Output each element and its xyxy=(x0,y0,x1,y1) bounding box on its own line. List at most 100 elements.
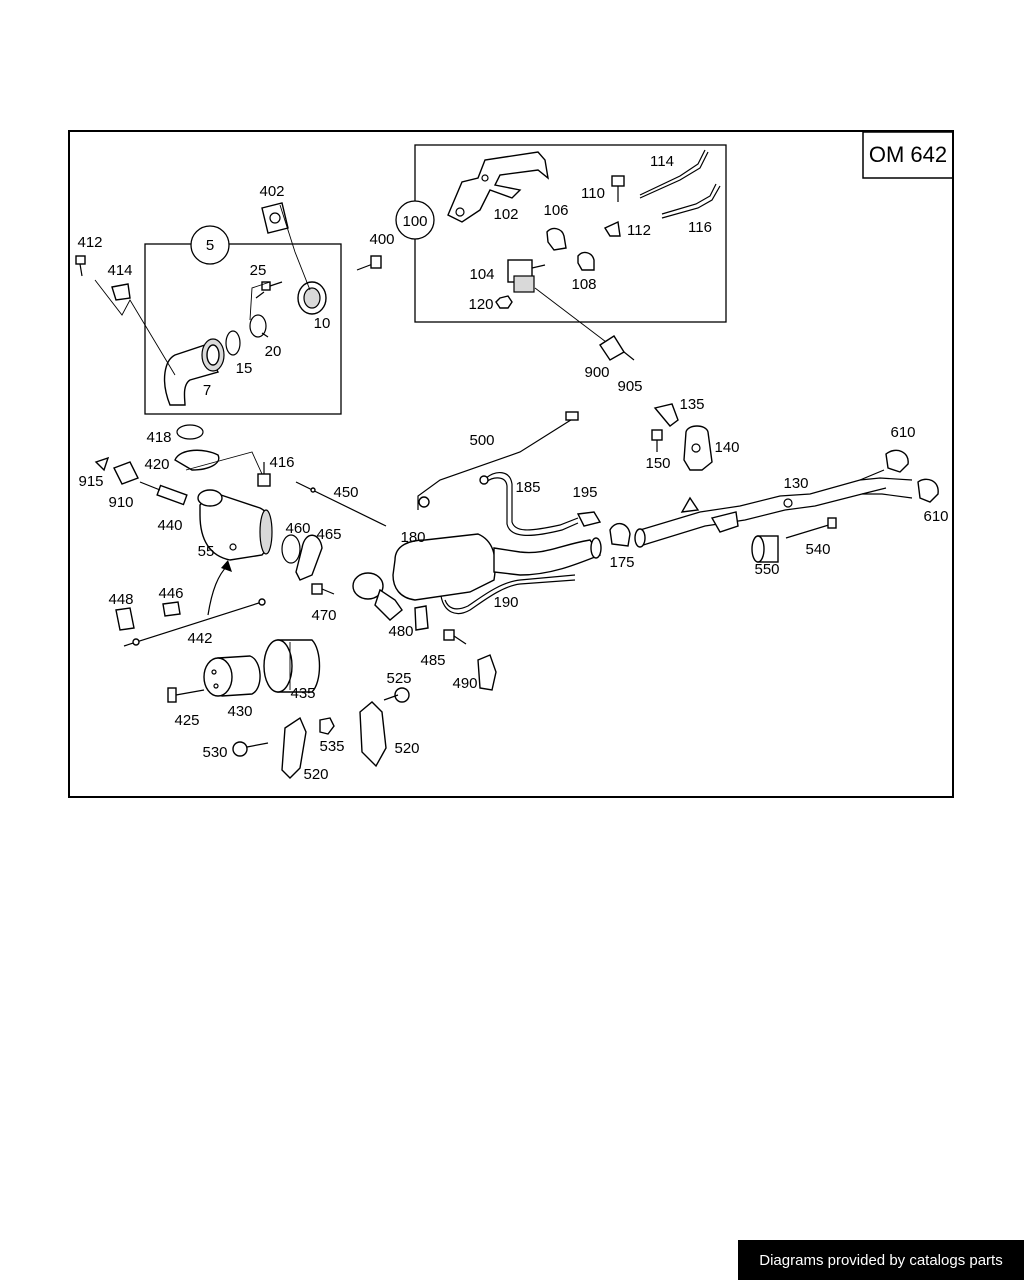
label-120: 120 xyxy=(468,296,493,313)
bracket-135 xyxy=(653,403,679,427)
label-470: 470 xyxy=(311,607,336,624)
label-520b: 520 xyxy=(394,740,419,757)
leader-402-10 xyxy=(279,204,311,291)
seal-418 xyxy=(176,424,204,440)
label-10: 10 xyxy=(314,315,331,332)
label-102: 102 xyxy=(493,206,518,223)
sensor-line-442 xyxy=(123,598,266,647)
clip-448 xyxy=(115,607,135,631)
bracket-414 xyxy=(111,283,131,301)
bracket-520b xyxy=(359,701,387,768)
stud-400 xyxy=(356,255,382,271)
bolt-540 xyxy=(785,517,837,539)
engine-code: OM 642 xyxy=(869,142,947,167)
turbo-outlet-pipe xyxy=(163,338,225,406)
arrow-55 xyxy=(207,564,229,616)
group-circle-5 xyxy=(190,225,230,265)
label-110: 110 xyxy=(581,185,605,202)
bolt-110 xyxy=(611,175,625,202)
bolt-25 xyxy=(255,281,283,299)
label-425: 425 xyxy=(174,712,199,729)
hose-116 xyxy=(661,185,721,219)
valve-104 xyxy=(507,259,546,293)
label-112: 112 xyxy=(627,222,651,239)
label-525: 525 xyxy=(386,670,411,687)
bolt-425 xyxy=(167,687,205,703)
label-610b: 610 xyxy=(923,508,948,525)
leader-20-10 xyxy=(249,281,271,321)
label-25: 25 xyxy=(250,262,267,279)
nut-535 xyxy=(319,717,335,735)
bracket-490 xyxy=(477,654,497,691)
engine-code-box: OM 642 xyxy=(862,132,952,179)
label-150: 150 xyxy=(645,455,670,472)
label-900: 900 xyxy=(584,364,609,381)
label-55: 55 xyxy=(198,543,215,560)
label-402: 402 xyxy=(259,183,284,200)
label-442: 442 xyxy=(187,630,212,647)
label-190: 190 xyxy=(493,594,518,611)
label-414: 414 xyxy=(107,262,132,279)
label-135: 135 xyxy=(679,396,704,413)
label-465: 465 xyxy=(316,526,341,543)
group-box-100 xyxy=(414,144,727,323)
label-435: 435 xyxy=(290,685,315,702)
sensor-line-450-end xyxy=(310,487,316,493)
label-412: 412 xyxy=(77,234,102,251)
clamp-175 xyxy=(609,523,631,547)
label-140: 140 xyxy=(714,439,739,456)
group-box-5 xyxy=(144,243,342,415)
label-485: 485 xyxy=(420,652,445,669)
label-104: 104 xyxy=(469,266,494,283)
clamp-20 xyxy=(249,314,269,338)
label-440: 440 xyxy=(157,517,182,534)
clip-915 xyxy=(94,456,110,472)
sensor-500-head xyxy=(565,411,579,421)
seal-ring-15 xyxy=(225,330,241,356)
label-195: 195 xyxy=(572,484,597,501)
label-550: 550 xyxy=(754,561,779,578)
bolt-470 xyxy=(311,583,335,595)
label-420: 420 xyxy=(144,456,169,473)
label-15: 15 xyxy=(236,360,253,377)
tailpipe-clamp-610a xyxy=(885,449,909,473)
rear-pipe-130 xyxy=(634,469,913,548)
pipe-190-b xyxy=(440,579,576,615)
clip-106 xyxy=(546,227,567,251)
label-530: 530 xyxy=(202,744,227,761)
bracket-520a xyxy=(281,716,307,779)
label-114: 114 xyxy=(650,153,674,170)
label-460: 460 xyxy=(285,520,310,537)
label-20: 20 xyxy=(265,343,282,360)
particulate-filter-55 xyxy=(197,489,273,561)
plate-480 xyxy=(414,605,429,631)
label-416: 416 xyxy=(269,454,294,471)
pipe-190 xyxy=(444,574,576,610)
footer-text: Diagrams provided by catalogs parts xyxy=(759,1251,1003,1269)
heat-shield-435 xyxy=(263,639,321,693)
nut-120 xyxy=(495,295,513,309)
sensor-line-500 xyxy=(417,417,575,510)
catalytic-silencer-180 xyxy=(352,533,602,621)
fitting-185 xyxy=(479,475,489,485)
hose-114 xyxy=(639,151,709,199)
label-400: 400 xyxy=(369,231,394,248)
label-450: 450 xyxy=(333,484,358,501)
leader-420-416 xyxy=(185,451,263,475)
arrow-head-55 xyxy=(221,560,232,572)
label-180: 180 xyxy=(400,529,425,546)
label-905: 905 xyxy=(617,378,642,395)
label-480: 480 xyxy=(388,623,413,640)
label-535: 535 xyxy=(319,738,344,755)
label-108: 108 xyxy=(571,276,596,293)
clip-446 xyxy=(162,601,181,617)
bolt-485 xyxy=(443,629,467,645)
label-540: 540 xyxy=(805,541,830,558)
label-915: 915 xyxy=(78,473,103,490)
exhaust-parts-diagram: OM 642 xyxy=(68,130,954,798)
label-490: 490 xyxy=(452,675,477,692)
bolt-150 xyxy=(651,429,663,452)
clip-112 xyxy=(603,220,621,237)
label-610a: 610 xyxy=(890,424,915,441)
leader-104-900 xyxy=(534,287,611,346)
